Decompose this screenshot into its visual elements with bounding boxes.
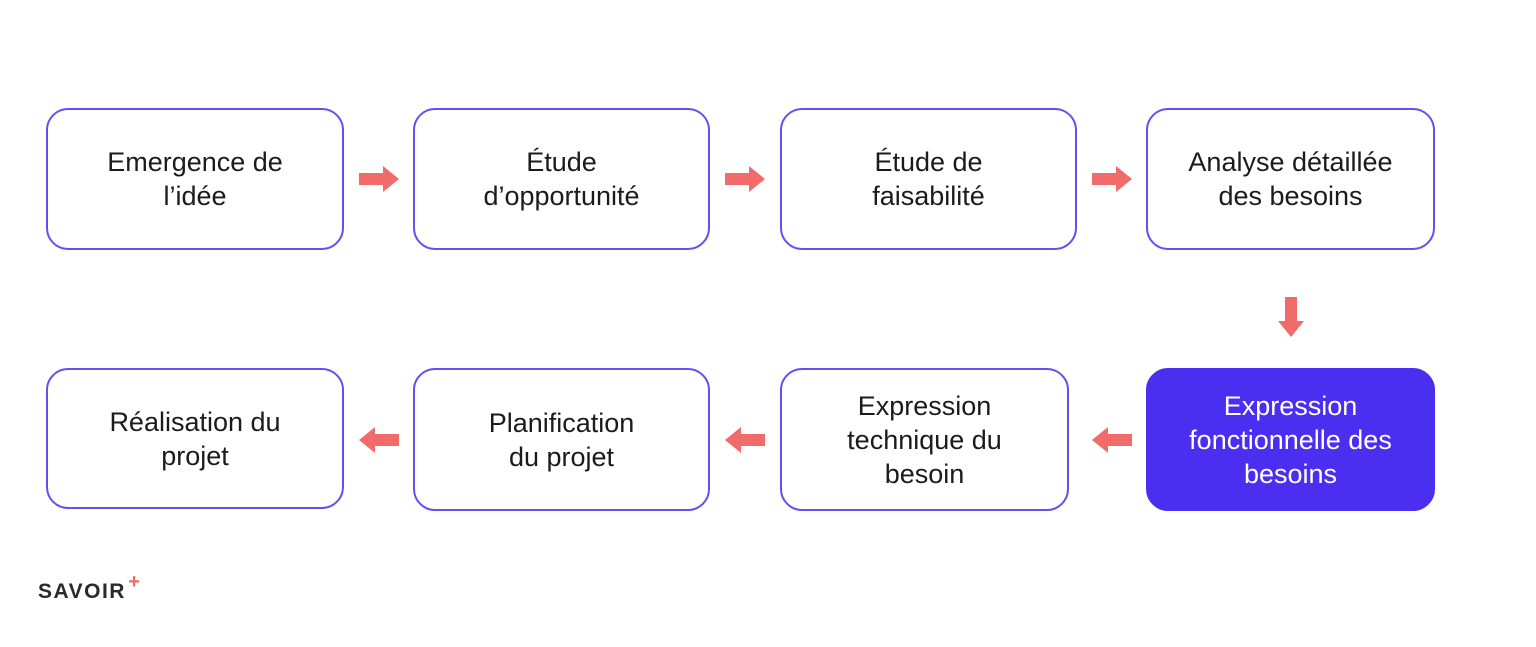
plus-icon: +	[128, 571, 140, 593]
arrow-right-icon	[725, 166, 765, 192]
step-label: Réalisation du projet	[109, 406, 281, 471]
arrow-right-icon	[1092, 166, 1132, 192]
step-label: Étude de faisabilité	[872, 147, 985, 211]
step-label: Emergence de l’idée	[107, 147, 283, 211]
step-label: Étude d’opportunité	[483, 147, 640, 211]
step-etude-faisabilite: Étude de faisabilité	[780, 108, 1077, 250]
step-label: Expression technique du besoin	[847, 390, 1002, 489]
step-etude-opportunite: Étude d’opportunité	[413, 108, 710, 250]
arrow-left-icon	[1092, 427, 1132, 453]
arrow-right-icon	[359, 166, 399, 192]
step-expression-technique: Expression technique du besoin	[780, 368, 1069, 511]
step-planification: Planification du projet	[413, 368, 710, 511]
step-realisation: Réalisation du projet	[46, 368, 344, 509]
logo-text: SAVOIR	[38, 580, 126, 603]
step-expression-fonctionnelle: Expression fonctionnelle des besoins	[1146, 368, 1435, 511]
arrow-down-icon	[1278, 297, 1304, 337]
savoir-logo: SAVOIR+	[38, 571, 140, 604]
step-label: Analyse détaillée des besoins	[1188, 147, 1393, 211]
step-emergence-idee: Emergence de l’idée	[46, 108, 344, 250]
arrow-left-icon	[725, 427, 765, 453]
step-label: Expression fonctionnelle des besoins	[1189, 390, 1392, 489]
step-analyse-besoins: Analyse détaillée des besoins	[1146, 108, 1435, 250]
step-label: Planification du projet	[488, 407, 635, 472]
arrow-left-icon	[359, 427, 399, 453]
